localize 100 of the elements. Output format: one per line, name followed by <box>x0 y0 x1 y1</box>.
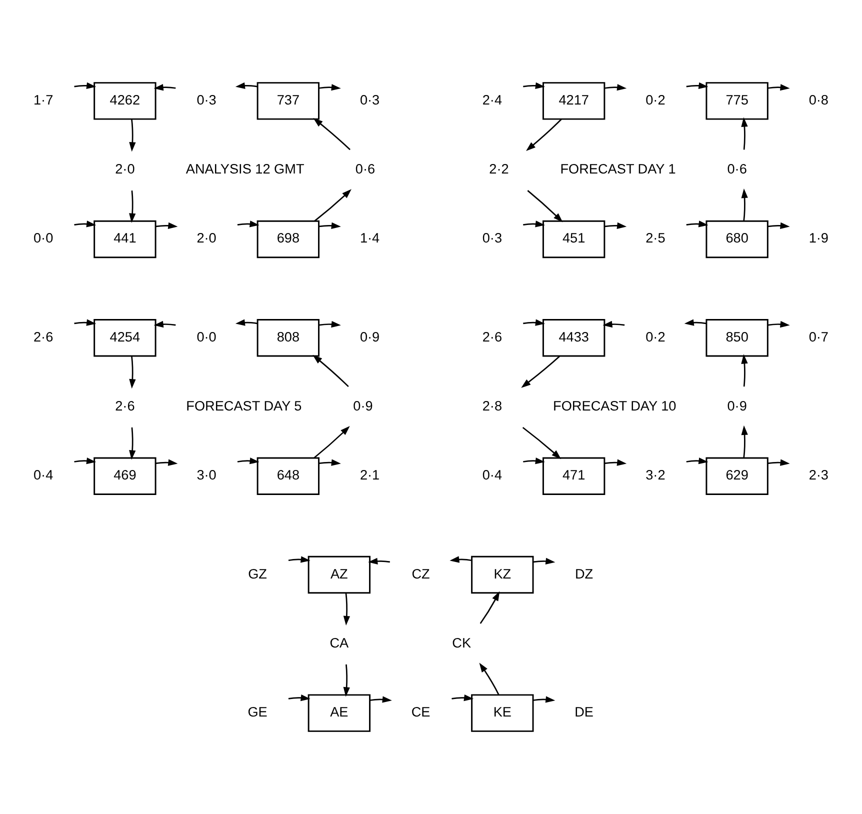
node-text: 2·0 <box>115 162 135 177</box>
node-text: 2·3 <box>808 468 829 483</box>
arrow <box>686 82 708 89</box>
arrow <box>741 117 748 150</box>
node-text: 0·2 <box>646 92 666 108</box>
arrow <box>129 356 136 389</box>
node-text: 0·8 <box>808 92 829 108</box>
arrow <box>370 696 392 703</box>
node-text: 2·0 <box>196 230 216 246</box>
arrow <box>288 556 310 563</box>
node-text: 0·4 <box>33 468 54 483</box>
arrow <box>452 694 474 702</box>
arrow <box>480 591 500 624</box>
node-text: 3·2 <box>646 468 666 483</box>
node-box: AE <box>308 694 371 732</box>
arrow <box>154 84 176 91</box>
arrow <box>313 118 350 150</box>
node-text: 0·3 <box>482 230 502 246</box>
label: ANALYSIS 12 GMT <box>186 162 304 177</box>
node-text: DE <box>574 704 594 720</box>
node-text: CA <box>330 635 349 650</box>
node-text: CK <box>452 635 472 650</box>
arrow <box>526 118 562 151</box>
arrow <box>523 458 545 464</box>
node-text: 0·6 <box>727 162 747 177</box>
arrow <box>319 84 341 91</box>
node-box: 4262 <box>94 82 156 120</box>
node-text: 2·4 <box>482 92 502 108</box>
arrow <box>602 320 625 328</box>
arrow <box>741 425 748 458</box>
node-box: 4254 <box>94 318 156 357</box>
node-text: 2·5 <box>646 230 666 246</box>
arrow <box>533 558 556 564</box>
arrow <box>533 696 556 703</box>
arrow <box>521 356 560 388</box>
arrow <box>314 426 350 458</box>
arrow <box>74 220 96 228</box>
arrow <box>319 459 341 466</box>
arrow <box>604 459 627 466</box>
node-box: 441 <box>94 220 156 258</box>
node-text: 2·6 <box>33 329 54 344</box>
node-text: 0·0 <box>33 230 54 246</box>
arrow <box>156 222 178 229</box>
arrow <box>156 459 178 466</box>
node-text: 3·0 <box>196 468 216 483</box>
node-text: 0·9 <box>360 329 380 344</box>
node-box: 648 <box>256 457 320 496</box>
node-text: 2·1 <box>360 468 380 483</box>
label: FORECAST DAY 1 <box>560 162 676 177</box>
node-text: 0·3 <box>196 92 216 108</box>
node-box: 775 <box>706 82 768 120</box>
node-text: 0·4 <box>482 468 502 483</box>
arrow <box>237 220 260 228</box>
arrow <box>768 320 790 328</box>
node-box: 850 <box>706 318 768 357</box>
arrow <box>74 458 96 464</box>
arrow <box>684 319 706 326</box>
node-text: 1·7 <box>33 92 54 108</box>
node-box: 451 <box>542 220 606 258</box>
node-text: DZ <box>574 566 594 582</box>
arrow <box>686 220 708 228</box>
arrow <box>319 222 341 229</box>
arrow <box>368 558 390 564</box>
arrow <box>686 458 708 464</box>
arrow <box>479 662 500 695</box>
node-box: 680 <box>706 220 768 258</box>
node-text: 0·3 <box>360 92 380 108</box>
node-text: 0·9 <box>727 398 747 414</box>
node-text: 0·0 <box>196 329 216 344</box>
arrow <box>768 84 790 91</box>
arrow <box>768 459 790 466</box>
arrow <box>604 84 627 91</box>
arrow <box>314 189 352 222</box>
node-text: 2·6 <box>115 398 135 414</box>
node-box: KZ <box>471 556 534 594</box>
arrow <box>74 82 96 89</box>
node-box: 4433 <box>542 318 606 357</box>
arrow <box>523 82 545 89</box>
node-box: 698 <box>256 220 320 258</box>
arrow <box>235 319 258 326</box>
node-box: 629 <box>706 457 768 496</box>
node-box: AZ <box>308 556 371 594</box>
arrow <box>741 354 748 387</box>
node-text: CZ <box>412 566 430 582</box>
arrow <box>604 222 627 229</box>
arrow <box>129 427 136 460</box>
label: FORECAST DAY 10 <box>553 398 676 414</box>
node-text: 1·4 <box>360 230 380 246</box>
node-text: 2·6 <box>482 329 502 344</box>
node-box: 4217 <box>542 82 606 120</box>
arrow <box>237 458 260 464</box>
arrow <box>74 319 96 326</box>
node-text: GZ <box>248 566 268 582</box>
arrow <box>312 354 349 388</box>
arrow <box>523 319 545 326</box>
arrow <box>154 320 176 328</box>
arrow <box>129 119 136 152</box>
arrow <box>129 190 136 223</box>
arrow <box>741 188 748 221</box>
arrow <box>527 190 563 222</box>
